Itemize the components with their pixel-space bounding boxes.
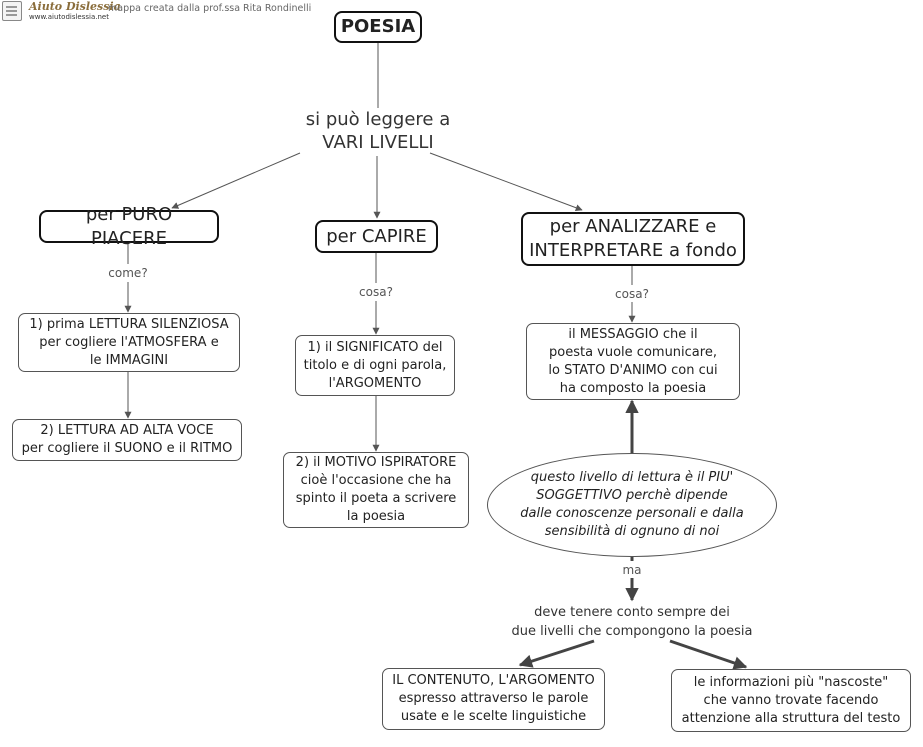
author-credit: mappa creata dalla prof.ssa Rita Rondine… <box>108 3 312 14</box>
site-logo <box>0 0 30 22</box>
node-analizzare: per ANALIZZARE e INTERPRETARE a fondo <box>521 212 745 266</box>
link-label-come: come? <box>106 266 150 280</box>
arrow-to-puro-piacere <box>171 152 301 209</box>
node-puro-piacere: per PURO PIACERE <box>39 204 219 249</box>
arrow-to-informazioni <box>669 639 748 670</box>
node-contenuto: IL CONTENUTO, L'ARGOMENTO espresso attra… <box>382 668 605 730</box>
link-label-cosa-capire: cosa? <box>357 285 395 299</box>
arrow-to-contenuto <box>518 639 595 668</box>
node-significato: 1) il SIGNIFICATO del titolo e di ogni p… <box>295 335 455 396</box>
node-messaggio: il MESSAGGIO che il poesta vuole comunic… <box>526 323 740 400</box>
node-soggettivo: questo livello di lettura è il PIU' SOGG… <box>487 453 777 557</box>
node-lettura-alta-voce: 2) LETTURA AD ALTA VOCE per cogliere il … <box>12 419 242 461</box>
node-capire: per CAPIRE <box>315 220 438 253</box>
logo-url: www.aiutodislessia.net <box>29 13 109 21</box>
node-informazioni: le informazioni più "nascoste" che vanno… <box>671 669 911 732</box>
node-poesia: POESIA <box>334 11 422 43</box>
link-label-cosa-analizzare: cosa? <box>613 287 651 301</box>
logo-name: Aiuto Dislessia <box>29 0 121 13</box>
node-tenere-conto: deve tenere conto sempre dei due livelli… <box>511 605 753 639</box>
arrow-to-analizzare <box>429 152 583 212</box>
node-vari-livelli: si può leggere a VARI LIVELLI <box>305 109 451 153</box>
node-motivo: 2) il MOTIVO ISPIRATORE cioè l'occasione… <box>283 452 469 528</box>
node-lettura-silenziosa: 1) prima LETTURA SILENZIOSA per cogliere… <box>18 313 240 372</box>
link-label-ma: ma <box>620 563 644 577</box>
document-icon <box>2 1 22 21</box>
